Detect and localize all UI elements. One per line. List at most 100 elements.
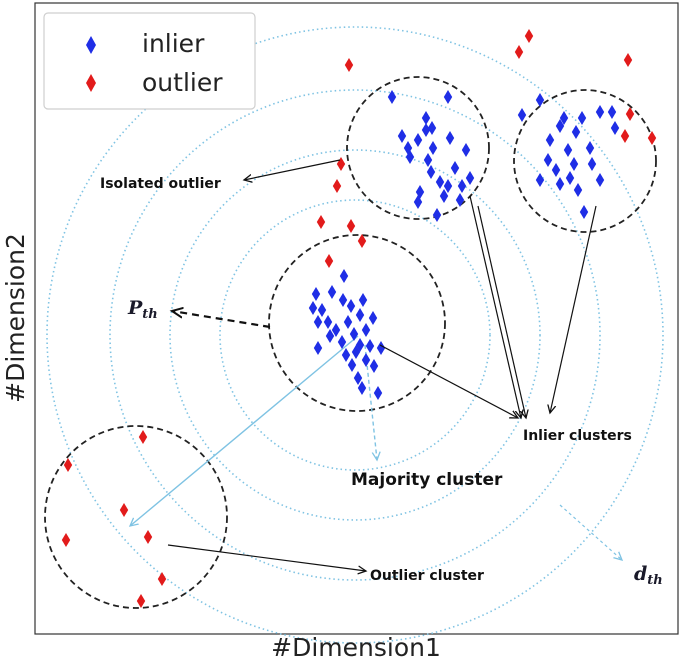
- inlier-point: [368, 311, 378, 325]
- inlier-point: [595, 173, 605, 187]
- inlier-point: [595, 105, 605, 119]
- isolated-outlier-label: Isolated outlier: [100, 176, 221, 192]
- inlier-point: [421, 111, 431, 125]
- inlier-point: [445, 131, 455, 145]
- outlier-point: [647, 131, 657, 145]
- distance-ring-2: [169, 149, 541, 521]
- outlier-point: [346, 219, 356, 233]
- inlier-point: [376, 341, 386, 355]
- inlier-point: [413, 133, 423, 147]
- inlier-points: [308, 90, 620, 400]
- legend: inlier outlier: [43, 12, 256, 110]
- inlier-point: [607, 105, 617, 119]
- distance-ring-1: [219, 199, 491, 471]
- inlier-point: [337, 335, 347, 349]
- inlier-point: [427, 121, 437, 135]
- distance-ring-4: [46, 26, 664, 644]
- p-th-symbol: P: [127, 297, 143, 319]
- inlier-cluster-circle-1: [346, 76, 490, 220]
- inlier-point: [535, 93, 545, 107]
- outlier-point: [324, 254, 334, 268]
- p-th-label: Pth: [127, 297, 158, 322]
- d-th-label: dth: [634, 563, 663, 588]
- inlier-point: [361, 353, 371, 367]
- inlier-point: [373, 386, 383, 400]
- inlier-point: [571, 125, 581, 139]
- y-axis-label: #Dimension2: [1, 233, 30, 403]
- inlier-point: [432, 208, 442, 222]
- outlier-point: [136, 594, 146, 608]
- outlier-point: [625, 107, 635, 121]
- d-th-subscript: th: [647, 573, 662, 588]
- inlier-point: [428, 141, 438, 155]
- outlier-cluster-circle: [44, 425, 228, 609]
- inlier-point: [413, 195, 423, 209]
- inlier-point: [353, 371, 363, 385]
- outlier-point: [623, 53, 633, 67]
- majority-to-inlier-arrow: [379, 344, 518, 418]
- inlier-point: [569, 157, 579, 171]
- inlier-point: [361, 323, 371, 337]
- distance-rings: [46, 26, 664, 644]
- outlier-point: [316, 215, 326, 229]
- inlier-point: [346, 299, 356, 313]
- inlier-point: [357, 381, 367, 395]
- inlier-point: [443, 179, 453, 193]
- inlier-clusters-label: Inlier clusters: [523, 428, 632, 444]
- distance-arrow: [130, 335, 359, 526]
- inlier-point: [555, 177, 565, 191]
- inlier-point: [439, 189, 449, 203]
- inlier-point: [308, 301, 318, 315]
- inlier-point: [358, 293, 368, 307]
- inlier-point: [577, 111, 587, 125]
- outlier-points: [61, 29, 657, 608]
- legend-box: [43, 12, 256, 110]
- inlier-point: [579, 205, 589, 219]
- inlier-point: [435, 175, 445, 189]
- inlier-point: [559, 111, 569, 125]
- majority-arrow: [364, 344, 377, 460]
- inlier-point: [517, 108, 527, 122]
- inlier-point: [457, 179, 467, 193]
- inlier-point: [563, 143, 573, 157]
- inlier-point: [339, 269, 349, 283]
- legend-outlier-marker: [86, 74, 96, 92]
- inlier-point: [585, 141, 595, 155]
- cluster-circles: [44, 76, 657, 609]
- inlier-point: [355, 308, 365, 322]
- inlier-point: [325, 329, 335, 343]
- d-th-symbol: d: [634, 563, 647, 585]
- outlier-point: [524, 29, 534, 43]
- inlier-point: [311, 287, 321, 301]
- inlier-point: [421, 123, 431, 137]
- inlier-point: [573, 183, 583, 197]
- outlier-point: [157, 572, 167, 586]
- inlier-cluster-circle-2: [513, 89, 657, 233]
- inlier-point: [327, 285, 337, 299]
- inlier-point: [349, 327, 359, 341]
- outlier-point: [119, 503, 129, 517]
- p-th-arrow: [172, 311, 271, 329]
- inlier-cluster-arrow-2: [477, 205, 526, 418]
- inlier-point: [369, 359, 379, 373]
- inlier-point: [535, 173, 545, 187]
- inlier-point: [545, 133, 555, 147]
- inlier-point: [610, 121, 620, 135]
- inlier-cluster-arrow-3: [550, 205, 597, 413]
- inlier-point: [397, 129, 407, 143]
- outlier-point: [332, 179, 342, 193]
- inlier-point: [338, 293, 348, 307]
- inlier-point: [323, 315, 333, 329]
- outlier-point: [514, 45, 524, 59]
- inlier-point: [455, 193, 465, 207]
- inlier-point: [543, 153, 553, 167]
- inlier-cluster-arrow-1: [469, 195, 521, 418]
- outlier-cluster-arrow: [167, 544, 366, 571]
- outlier-point: [138, 430, 148, 444]
- majority-cluster-circle: [268, 234, 446, 412]
- inlier-point: [565, 171, 575, 185]
- inlier-point: [443, 90, 453, 104]
- inlier-point: [587, 157, 597, 171]
- d-th-arrow: [559, 504, 622, 560]
